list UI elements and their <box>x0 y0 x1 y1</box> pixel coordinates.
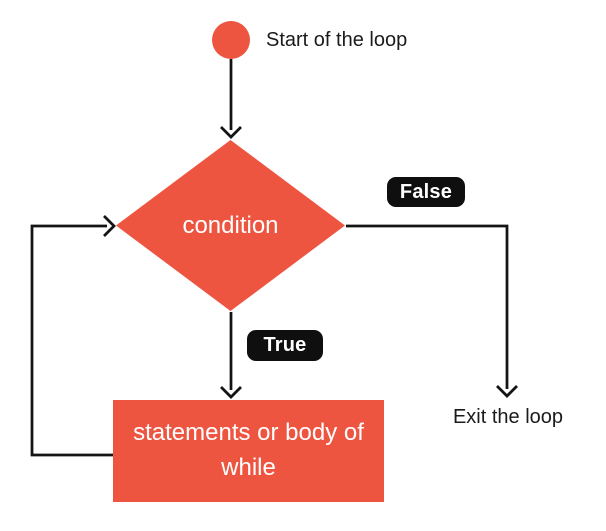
false-badge-label: False <box>399 180 453 203</box>
start-label: Start of the loop <box>266 29 408 51</box>
arrowhead-down-icon <box>220 386 242 399</box>
arrowhead-right-icon <box>103 215 116 237</box>
true-badge-label: True <box>263 334 307 356</box>
condition-label: condition <box>182 211 279 239</box>
true-badge: True <box>247 330 323 361</box>
exit-label: Exit the loop <box>452 406 564 428</box>
arrowhead-down-icon <box>220 126 242 139</box>
arrowhead-down-icon <box>496 385 518 398</box>
edge-body-loopback <box>30 224 113 457</box>
body-rectangle: statements or body of while <box>113 400 384 502</box>
edge-condition-false-exit <box>346 224 509 389</box>
false-badge: False <box>387 177 465 207</box>
body-label: statements or body of while <box>133 419 364 481</box>
start-node-circle <box>212 21 250 59</box>
